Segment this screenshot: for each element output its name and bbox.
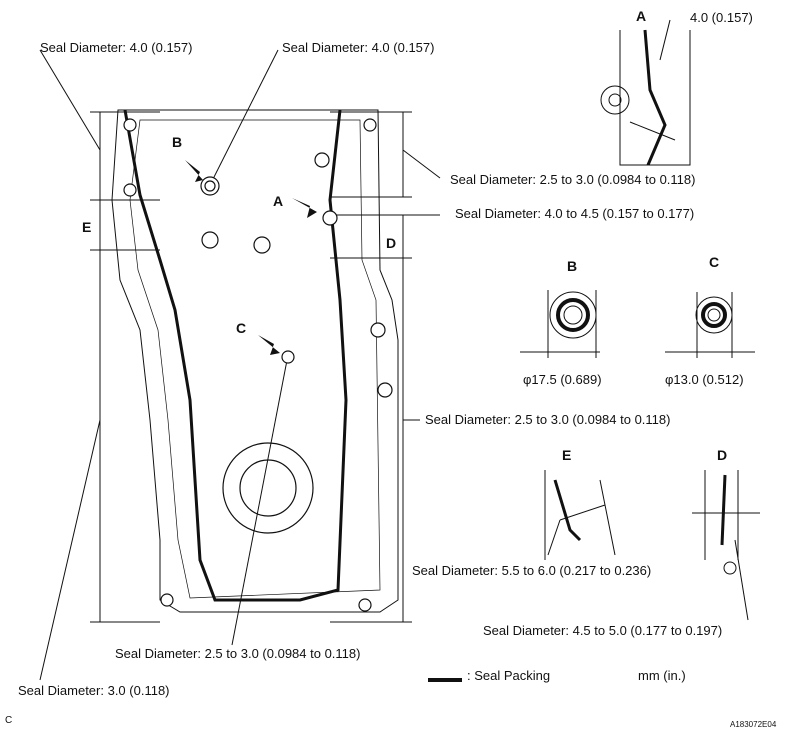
detail-a-dimension: 4.0 (0.157) [690,10,753,25]
detail-c-dimension: φ13.0 (0.512) [665,372,744,387]
callout-right-upper: Seal Diameter: 2.5 to 3.0 (0.0984 to 0.1… [450,172,696,187]
detail-b-dimension: φ17.5 (0.689) [523,372,602,387]
detail-d-callout: Seal Diameter: 4.5 to 5.0 (0.177 to 0.19… [483,623,723,638]
detail-b-drawing [520,290,600,358]
callout-right-middle: Seal Diameter: 2.5 to 3.0 (0.0984 to 0.1… [425,412,671,427]
seal-packing-bead [123,109,348,602]
label-e: E [82,219,92,235]
detail-a-title: A [636,8,647,24]
detail-d-drawing [692,470,760,621]
label-a: A [273,193,284,209]
detail-d-title: D [717,447,728,463]
detail-e-callout: Seal Diameter: 5.5 to 6.0 (0.217 to 0.23… [412,563,652,578]
arrow-b [185,160,203,182]
detail-e-title: E [562,447,572,463]
detail-c-drawing [665,292,755,358]
cover-outline [111,109,399,613]
corner-mark: C [5,715,13,726]
arrow-c [258,335,280,355]
label-c: C [236,320,247,336]
figure-id: A183072E04 [730,720,777,729]
label-d: D [386,235,397,251]
legend-units: mm (in.) [638,668,686,683]
arrow-a [292,198,317,218]
label-b: B [172,134,183,150]
callout-right-a: Seal Diameter: 4.0 to 4.5 (0.157 to 0.17… [455,206,695,221]
callout-bottom-center: Seal Diameter: 2.5 to 3.0 (0.0984 to 0.1… [115,646,361,661]
detail-e-drawing [544,470,616,560]
legend-seal-packing: : Seal Packing [467,668,551,683]
detail-c-title: C [709,254,720,270]
callout-bottom-left: Seal Diameter: 3.0 (0.118) [18,683,170,698]
callout-top-left: Seal Diameter: 4.0 (0.157) [40,40,193,55]
callout-top-center: Seal Diameter: 4.0 (0.157) [282,40,435,55]
detail-b-title: B [567,258,578,274]
